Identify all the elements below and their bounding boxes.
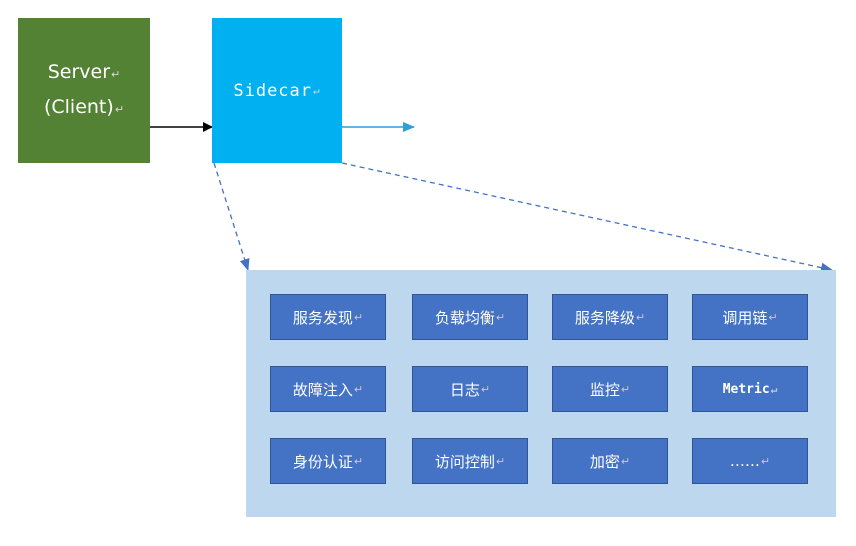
feature-metric: Metric↵ xyxy=(692,366,808,412)
feature-more: ……↵ xyxy=(692,438,808,484)
feature-access-control: 访问控制↵ xyxy=(412,438,528,484)
feature-authentication: 身份认证↵ xyxy=(270,438,386,484)
feature-service-discovery: 服务发现↵ xyxy=(270,294,386,340)
sidecar-box: Sidecar↵ xyxy=(212,18,342,163)
sidecar-features-panel: 服务发现↵ 负载均衡↵ 服务降级↵ 调用链↵ 故障注入↵ 日志↵ 监控↵ Met… xyxy=(246,270,836,517)
feature-service-degradation: 服务降级↵ xyxy=(552,294,668,340)
feature-fault-injection: 故障注入↵ xyxy=(270,366,386,412)
server-client-box: Server↵ (Client)↵ xyxy=(18,18,150,163)
feature-logging: 日志↵ xyxy=(412,366,528,412)
client-label: (Client) xyxy=(43,95,114,118)
feature-load-balancing: 负载均衡↵ xyxy=(412,294,528,340)
feature-monitoring: 监控↵ xyxy=(552,366,668,412)
return-mark: ↵ xyxy=(313,84,321,97)
server-label: Server xyxy=(47,60,111,83)
feature-encryption: 加密↵ xyxy=(552,438,668,484)
zoom-dashed-right xyxy=(341,162,833,273)
zoom-dashed-left xyxy=(213,162,250,271)
return-mark: ↵ xyxy=(111,67,121,81)
sidecar-label: Sidecar xyxy=(233,80,313,101)
return-mark: ↵ xyxy=(114,102,125,116)
feature-call-chain: 调用链↵ xyxy=(692,294,808,340)
